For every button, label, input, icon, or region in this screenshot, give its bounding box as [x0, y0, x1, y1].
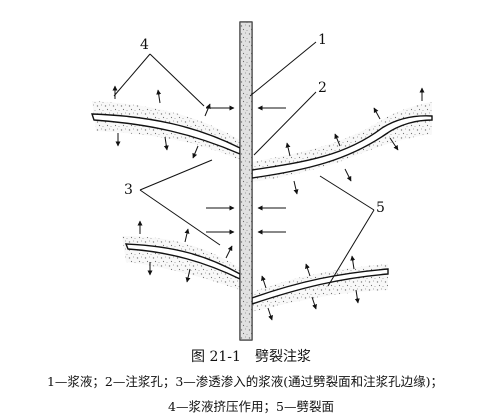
- squeeze-arrows: [112, 85, 425, 321]
- label-4: 4: [140, 37, 149, 53]
- fracture-surfaces: [91, 113, 433, 305]
- label-3: 3: [124, 182, 133, 198]
- figure-legend-line-2: 4—浆液挤压作用；5—劈裂面: [168, 399, 334, 414]
- label-1: 1: [318, 32, 327, 48]
- figure-caption-title: 图 21-1 劈裂注浆: [191, 349, 311, 365]
- figure-legend-line-1: 1—浆液；2—注浆孔；3—渗透渗入的浆液(通过劈裂面和注浆孔边缘)；: [46, 374, 444, 389]
- leader-lines: [113, 41, 375, 287]
- grout-hole: [239, 21, 253, 341]
- label-5: 5: [376, 200, 385, 216]
- label-2: 2: [318, 80, 327, 96]
